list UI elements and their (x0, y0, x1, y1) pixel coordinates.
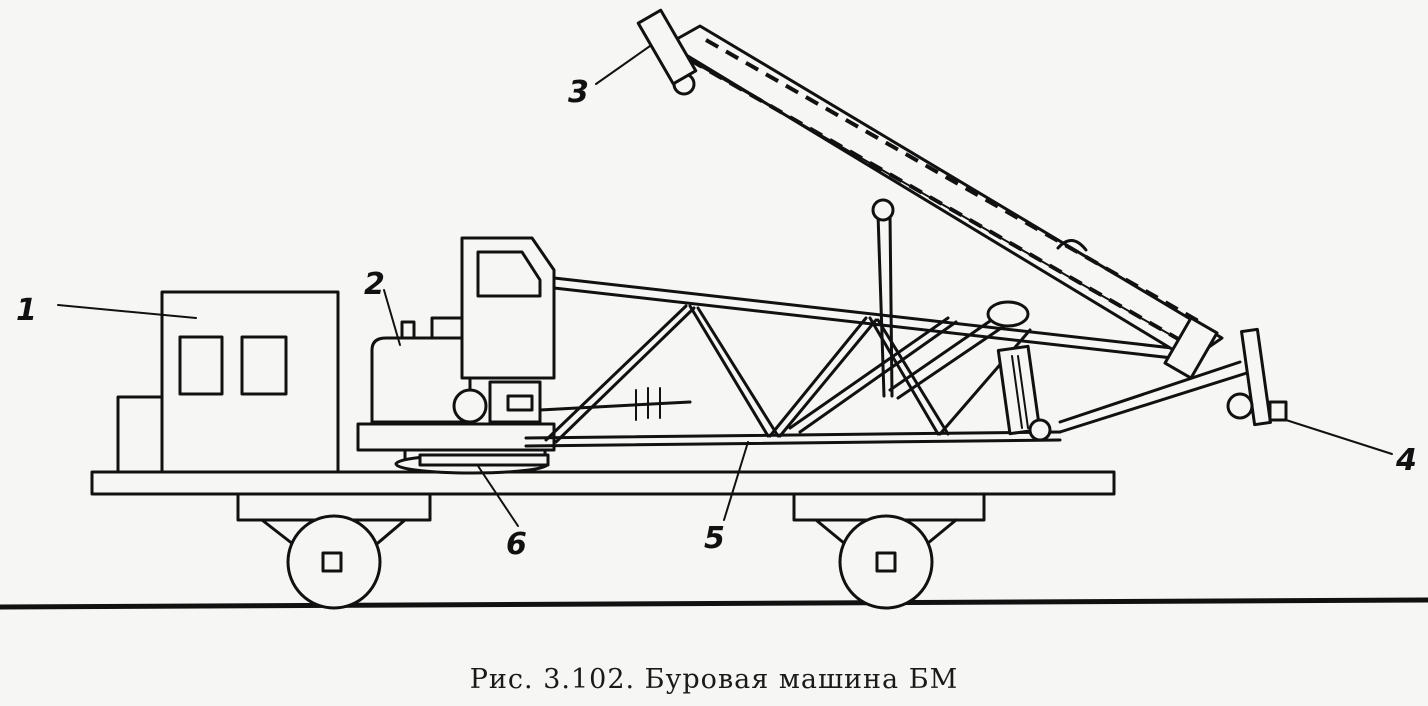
ground-line (0, 597, 1428, 610)
drill-head (1058, 327, 1288, 434)
callout-2: 2 (364, 267, 385, 302)
operator-cabin (116, 290, 340, 474)
left-bogie (236, 492, 432, 610)
drilling-mast (636, 8, 1224, 380)
callout-5: 5 (704, 521, 725, 556)
callout-3: 3 (568, 75, 589, 110)
support-cylinder (996, 344, 1052, 442)
platform-deck (90, 470, 1116, 496)
callout-6: 6 (506, 527, 527, 562)
hydraulic-cylinder (788, 300, 1030, 434)
stay-rod (871, 198, 895, 398)
truss-frame (524, 276, 1192, 448)
turntable (394, 453, 550, 475)
right-bogie (792, 492, 986, 610)
figure-caption: Рис. 3.102. Буровая машина БМ (469, 664, 959, 695)
transmission (452, 380, 692, 424)
callout-1: 1 (16, 293, 37, 328)
callout-leaders (57, 45, 1393, 527)
callout-4: 4 (1395, 443, 1417, 478)
driver-cab (430, 236, 556, 380)
